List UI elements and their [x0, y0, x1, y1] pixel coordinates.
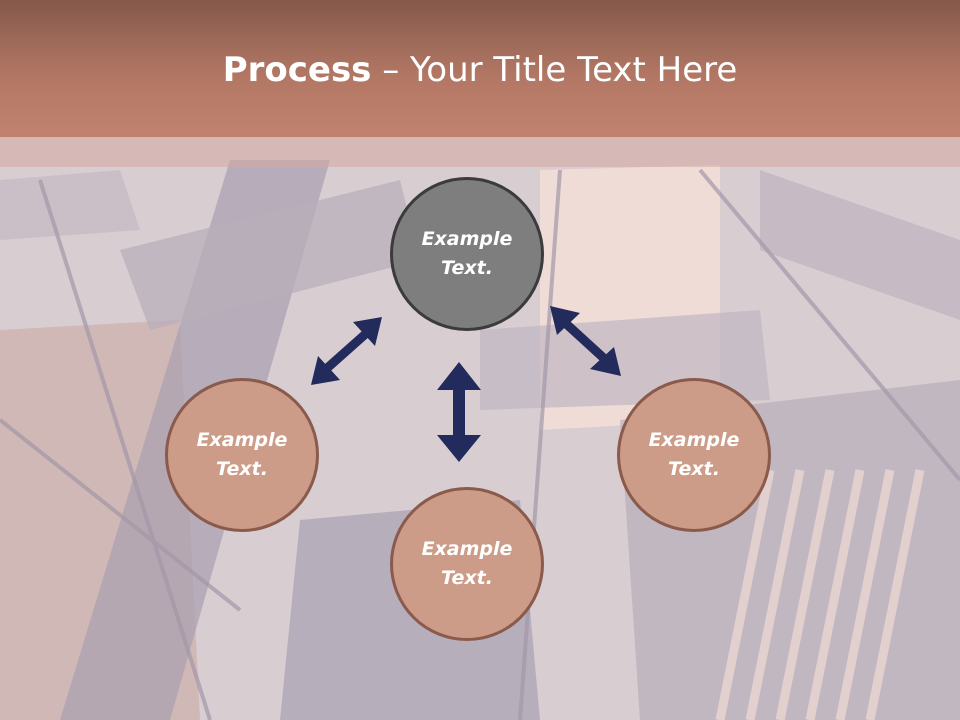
header-bar — [0, 0, 960, 137]
slide-title: Process – Your Title Text Here — [0, 50, 960, 90]
node-bottom-line1: Example — [421, 538, 513, 560]
header-band — [0, 137, 960, 167]
title-bold: Process — [222, 50, 372, 90]
arrow-top-left — [311, 317, 382, 385]
node-left-line2: Text. — [216, 458, 268, 480]
node-top-line2: Text. — [441, 257, 493, 279]
arrow-top-right — [550, 306, 621, 376]
node-right-line2: Text. — [668, 458, 720, 480]
arrow-vertical — [437, 362, 481, 462]
node-right-line1: Example — [648, 429, 740, 451]
node-top-line1: Example — [421, 228, 513, 250]
node-left-line1: Example — [196, 429, 288, 451]
node-bottom-line2: Text. — [441, 567, 493, 589]
title-rest: – Your Title Text Here — [371, 50, 738, 90]
